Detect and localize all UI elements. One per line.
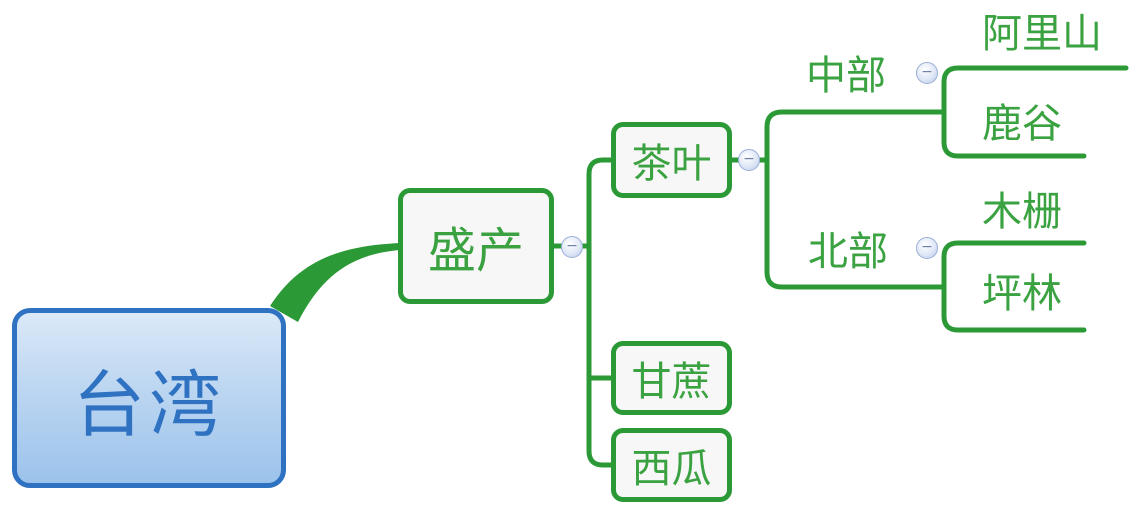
- root-link: [270, 243, 400, 322]
- node-beibu[interactable]: 北部: [808, 229, 888, 275]
- node-chaye[interactable]: 茶叶: [611, 122, 732, 198]
- branch-beibu: [935, 240, 1087, 333]
- node-lugu[interactable]: 鹿谷: [982, 101, 1062, 147]
- node-muzha[interactable]: 木栅: [982, 189, 1062, 235]
- node-alishan[interactable]: 阿里山: [982, 11, 1102, 57]
- node-ganzhe[interactable]: 甘蔗: [611, 341, 732, 415]
- node-shengchan[interactable]: 盛产: [398, 188, 554, 304]
- root-node-taiwan[interactable]: 台湾: [12, 308, 286, 488]
- collapse-chaye-icon[interactable]: −: [738, 149, 760, 171]
- node-pinglin[interactable]: 坪林: [982, 271, 1062, 317]
- node-xigua[interactable]: 西瓜: [611, 428, 732, 502]
- node-zhongbu[interactable]: 中部: [806, 53, 886, 99]
- collapse-beibu-icon[interactable]: −: [916, 237, 938, 259]
- collapse-zhongbu-icon[interactable]: −: [916, 62, 938, 84]
- branch-zhongbu: [935, 65, 1129, 159]
- collapse-shengchan-icon[interactable]: −: [561, 236, 583, 258]
- branch-shengchan: [551, 157, 614, 468]
